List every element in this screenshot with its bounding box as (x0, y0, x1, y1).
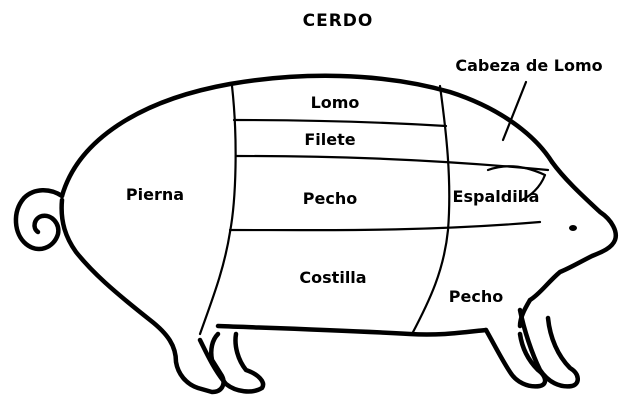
label-pierna: Pierna (126, 185, 184, 204)
label-lomo: Lomo (311, 93, 360, 112)
cabeza-pointer (501, 80, 528, 142)
cut-lines (198, 80, 550, 336)
label-pecho-front: Pecho (449, 287, 503, 306)
label-filete: Filete (304, 130, 355, 149)
eye-icon (569, 225, 577, 231)
label-cabeza-de-lomo: Cabeza de Lomo (455, 56, 602, 75)
pig-outline (13, 73, 618, 395)
tail-icon (13, 188, 65, 252)
diagram-title: CERDO (303, 11, 374, 31)
label-costilla: Costilla (299, 268, 366, 287)
label-pecho-center: Pecho (303, 189, 357, 208)
label-espaldilla: Espaldilla (453, 187, 540, 206)
